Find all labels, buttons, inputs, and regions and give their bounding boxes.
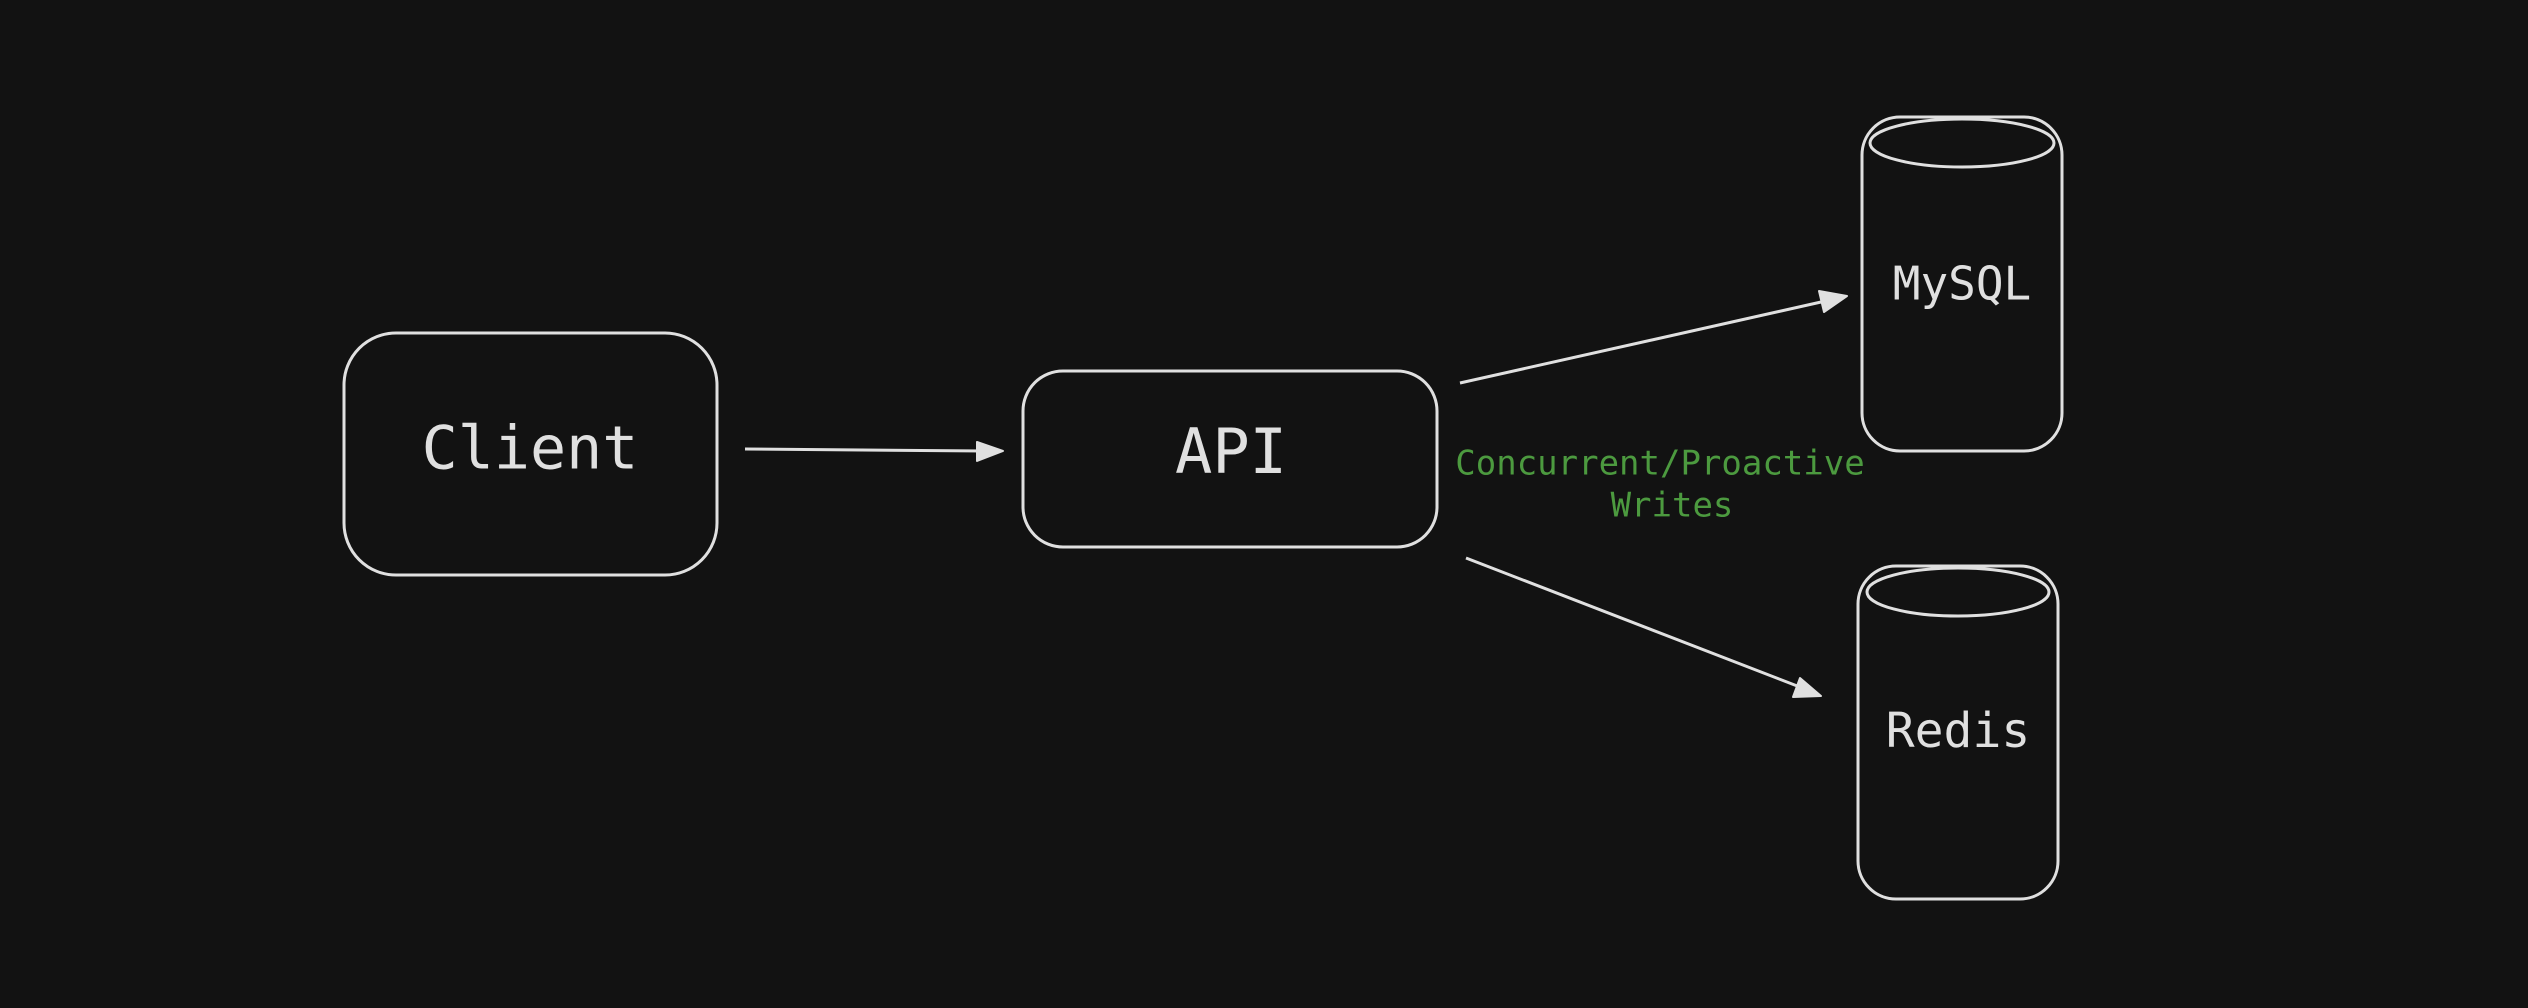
client-to-api-arrow-head: [976, 441, 1004, 462]
client-box: [342, 331, 719, 577]
client-label: Client: [422, 414, 639, 484]
redis-node[interactable]: Redis: [1856, 564, 2060, 901]
mysql-node[interactable]: MySQL: [1860, 115, 2064, 453]
mysql-label: MySQL: [1893, 257, 2031, 311]
api-box: [1021, 369, 1439, 549]
redis-cylinder-body: [1856, 564, 2060, 901]
api-to-redis-arrow-line: [1465, 556, 1806, 691]
api-to-mysql-arrow-head: [1818, 290, 1848, 313]
mysql-cylinder-body: [1860, 115, 2064, 453]
annotation-line-2: Writes: [1611, 486, 1734, 526]
api-to-mysql-arrow-line: [1459, 298, 1831, 385]
redis-cylinder-top: [1865, 566, 2051, 618]
api-to-redis-arrow: [1465, 556, 1822, 698]
api-node[interactable]: API: [1021, 369, 1439, 549]
api-to-redis-arrow-head: [1792, 677, 1822, 698]
redis-label: Redis: [1886, 703, 2031, 759]
api-label: API: [1175, 415, 1287, 488]
mysql-cylinder-top: [1868, 117, 2056, 169]
client-to-api-arrow: [744, 441, 1004, 462]
client-node[interactable]: Client: [342, 331, 719, 577]
writes-annotation: Concurrent/Proactive Writes: [1455, 444, 1864, 526]
api-to-mysql-arrow: [1459, 290, 1848, 385]
client-to-api-arrow-line: [744, 447, 986, 453]
annotation-line-1: Concurrent/Proactive: [1455, 444, 1864, 484]
